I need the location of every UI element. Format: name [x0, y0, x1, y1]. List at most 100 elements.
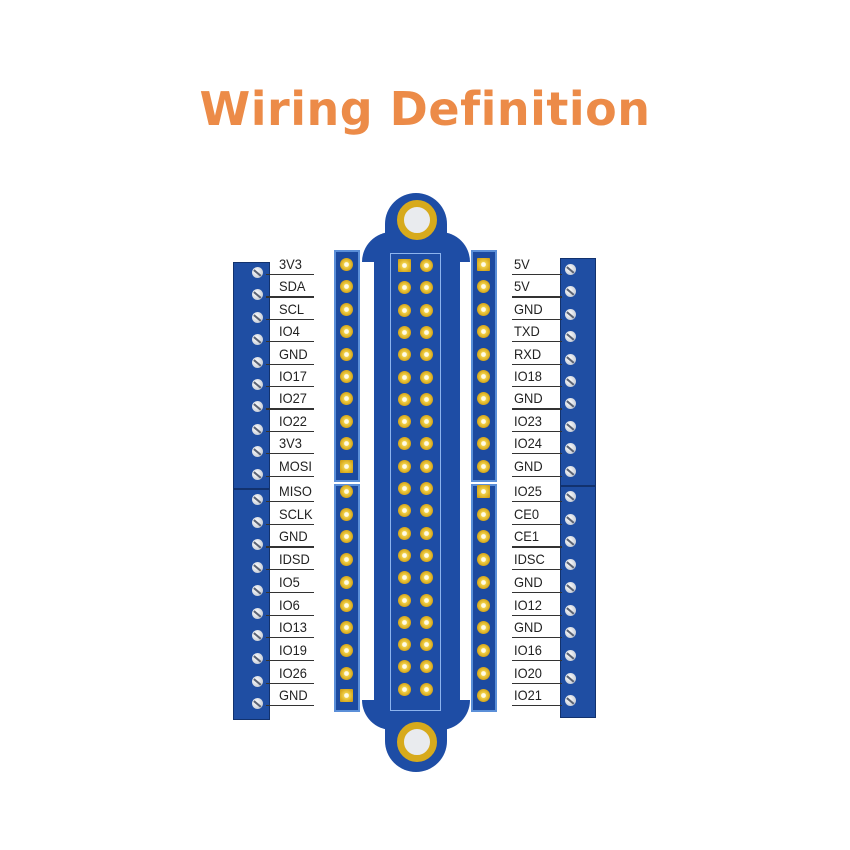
right-pin-label: IDSC [514, 551, 545, 568]
right-terminal-screw [565, 286, 576, 298]
right-terminal-screw [565, 443, 576, 455]
left-header-pin [340, 437, 353, 451]
right-pin-label: 5V [514, 278, 530, 295]
left-label-underline [266, 569, 314, 571]
center-header-pin [420, 504, 433, 518]
right-label-underline [512, 318, 562, 320]
center-header-pin [420, 392, 433, 406]
left-label-underline [266, 523, 314, 525]
right-label-underline [512, 341, 562, 343]
right-terminal-screw [565, 420, 576, 432]
left-pin-label: MISO [279, 483, 312, 499]
right-header-pin [477, 437, 490, 451]
right-header-pin [477, 347, 490, 361]
left-pin-label: SCLK [279, 505, 313, 522]
center-header-pin [398, 571, 411, 585]
right-terminal-screw [565, 536, 576, 548]
right-terminal-screw [565, 491, 576, 502]
right-label-underline [512, 569, 562, 571]
center-header-pin [398, 325, 411, 339]
left-pin-label: IO17 [279, 368, 307, 384]
right-terminal-screw [565, 559, 576, 571]
right-pin-label: CE0 [514, 505, 540, 522]
left-label-underline [266, 341, 314, 343]
right-label-underline [512, 386, 562, 388]
right-pin-label: IO16 [514, 641, 542, 658]
right-header-pin [477, 485, 490, 498]
center-header-pin [398, 303, 411, 317]
center-header-pin [420, 638, 433, 652]
right-terminal-screw [565, 264, 576, 275]
left-terminal-screw [252, 468, 263, 480]
left-terminal-screw [252, 289, 263, 301]
left-label-underline [266, 637, 314, 639]
left-label-underline [266, 296, 314, 298]
left-header-pin [340, 643, 353, 657]
left-terminal-screw [252, 584, 263, 596]
right-label-underline [512, 430, 562, 432]
right-header-pin [477, 575, 490, 589]
center-header-pin [398, 660, 411, 674]
left-header-pin [340, 553, 353, 567]
right-label-underline [512, 637, 562, 639]
left-pin-label: GND [279, 345, 308, 362]
center-header-pin [398, 459, 411, 473]
center-header-pin [420, 259, 433, 272]
left-header-pin [340, 689, 353, 703]
right-header-pin [477, 553, 490, 567]
right-label-underline [512, 408, 562, 410]
right-pin-label: IO23 [514, 412, 542, 429]
left-pin-label: IO4 [279, 323, 300, 340]
right-terminal-screw [565, 308, 576, 320]
center-header-pin [398, 281, 411, 295]
left-label-underline [266, 682, 314, 684]
left-pin-label: IO13 [279, 619, 307, 636]
right-pin-label: IO24 [514, 435, 542, 452]
right-terminal-screw [565, 376, 576, 387]
left-terminal-screw [252, 356, 263, 368]
right-pin-label: IO20 [514, 664, 542, 681]
center-header-pin [398, 638, 411, 652]
left-header-pin [340, 575, 353, 589]
right-header-pin [477, 621, 490, 635]
right-label-underline [512, 682, 562, 684]
left-pin-label: SCL [279, 300, 305, 317]
left-pin-label: MOSI [279, 457, 312, 474]
right-pin-label: GND [514, 300, 543, 317]
right-label-underline [512, 501, 562, 503]
center-header-pin [420, 526, 433, 540]
right-pin-label: 5V [514, 256, 530, 272]
right-label-underline [512, 705, 562, 707]
center-header-pin [420, 303, 433, 317]
center-header-pin [398, 482, 411, 495]
center-header-pin [398, 392, 411, 406]
left-terminal-screw [252, 607, 263, 619]
right-pin-label: IO18 [514, 368, 542, 384]
right-pin-label: CE1 [514, 528, 540, 545]
right-terminal-screw [565, 695, 576, 707]
right-header-pin [477, 325, 490, 339]
left-header-pin [340, 280, 353, 294]
right-pin-label: GND [514, 619, 543, 636]
left-header-pin [340, 392, 353, 406]
right-header-pin [477, 507, 490, 521]
left-terminal-screw [252, 539, 263, 551]
right-header-pin [477, 666, 490, 680]
right-terminal-screw [565, 672, 576, 684]
left-header-pin [340, 507, 353, 521]
left-label-underline [266, 614, 314, 616]
center-header-pin [420, 370, 433, 384]
left-terminal-block-top [233, 262, 270, 489]
center-header-outline [390, 253, 441, 711]
left-pin-label: IDSD [279, 551, 310, 568]
left-terminal-screw [252, 423, 263, 435]
left-pin-label: IO26 [279, 664, 307, 681]
right-label-underline [512, 475, 562, 477]
right-terminal-screw [565, 398, 576, 410]
left-terminal-screw [252, 379, 263, 390]
left-header-pin [340, 459, 353, 473]
left-terminal-screw [252, 401, 263, 413]
right-terminal-screw [565, 649, 576, 661]
right-pin-label: IO21 [514, 687, 542, 704]
right-pin-label: RXD [514, 345, 542, 362]
